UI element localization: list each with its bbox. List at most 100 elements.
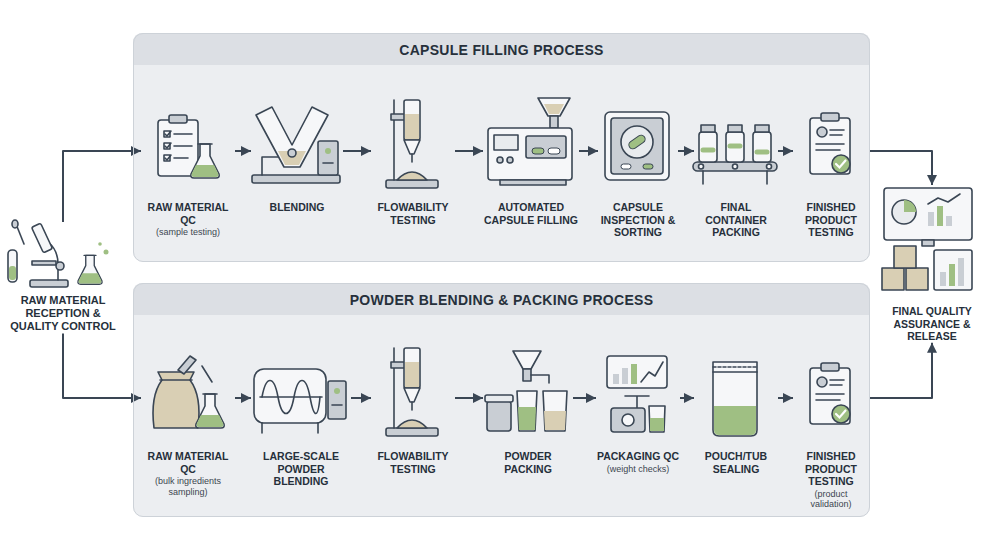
process-step: RAW MATERIAL QC(bulk ingredients samplin… [141, 336, 235, 497]
lab-icon-part [104, 250, 109, 255]
step-label: RAW MATERIAL QC [141, 450, 235, 475]
step-label: FINAL QUALITY ASSURANCE & RELEASE [876, 305, 988, 343]
lab-icon-part [56, 262, 64, 270]
flow-arrow [573, 397, 596, 399]
band-title: POWDER BLENDING & PACKING PROCESS [134, 284, 869, 316]
qa-dashboard-icon-part [884, 188, 972, 240]
capsule-filler-icon-part [500, 180, 566, 185]
capsule-filler-icon-part [497, 157, 503, 163]
capsule-filler-icon-part [544, 104, 564, 114]
conveyor-icon-part [699, 164, 704, 169]
weight-check-icon-part [631, 364, 637, 384]
ribbon-blender-icon-part [262, 423, 318, 433]
step-note: (bulk ingredients sampling) [141, 476, 235, 497]
step-label: AUTOMATED CAPSULE FILLING [483, 201, 579, 226]
step-note: (sample testing) [141, 227, 235, 237]
inspection-icon-part [621, 164, 631, 169]
bulk-qc-icon-part [202, 366, 212, 382]
process-step: RAW MATERIAL QC(sample testing) [141, 89, 235, 238]
ribbon-blender-icon-part [328, 381, 346, 419]
process-step: POUCH/TUB SEALING [694, 336, 778, 475]
step-label: PACKAGING QC [596, 450, 680, 463]
pouch-icon-part [713, 362, 757, 436]
ribbon-blender-icon-part [332, 404, 342, 406]
qa-dashboard-icon-part [894, 246, 916, 268]
process-band: POWDER BLENDING & PACKING PROCESS RAW MAT… [133, 283, 870, 517]
qa-dashboard-icon-part [934, 250, 972, 290]
flow-arrow [351, 397, 371, 399]
process-step: POWDER PACKING [483, 336, 573, 475]
conveyor-icon-part [767, 164, 772, 169]
capsule-filler-icon-part [494, 135, 518, 150]
band-ground [133, 33, 870, 517]
qa-dashboard-icon-part [906, 268, 928, 290]
qa-dashboard-icon-part [904, 200, 916, 212]
flow-arrow [680, 397, 694, 399]
qa-dashboard-icon-part [958, 258, 964, 286]
conveyor-icon-part [753, 132, 771, 162]
step-label: LARGE-SCALE POWDER BLENDING [251, 450, 351, 488]
capsule-filler-icon-part [538, 98, 570, 116]
flow-arrow [869, 343, 932, 398]
ribbon-blender-icon-part [254, 369, 326, 423]
v-blender-icon-part [252, 175, 340, 183]
process-step: FLOWABILITY TESTING [371, 89, 455, 226]
process-box: FINAL QUALITY ASSURANCE & RELEASE [876, 185, 988, 343]
bulk-qc-icon-part [160, 379, 192, 381]
conveyor-icon-part [693, 162, 777, 171]
flow-arrow [235, 397, 251, 399]
process-step: LARGE-SCALE POWDER BLENDING [251, 336, 351, 488]
band-ground-part [133, 33, 870, 65]
qa-dashboard-icon-part [949, 264, 955, 286]
inspection-icon-part [605, 112, 669, 180]
powder-packing-icon-part [543, 391, 567, 431]
bulk-qc-icon-part [196, 394, 224, 428]
bulk-qc-icon-part [178, 356, 196, 374]
flow-arrow [343, 150, 371, 152]
step-label: FLOWABILITY TESTING [371, 450, 455, 475]
v-blender-icon-part [323, 162, 333, 164]
weight-check-icon-part [611, 408, 645, 432]
powder-packing-icon-part [518, 407, 536, 430]
conveyor-icon-part [755, 125, 769, 132]
inspection-icon [605, 112, 669, 180]
weight-check-icon-part [622, 368, 628, 384]
powder-packing-icon [485, 351, 567, 431]
ribbon-blender-icon [254, 369, 346, 433]
powder-packing-icon-part [544, 411, 566, 430]
conveyor-icon-part [699, 132, 717, 162]
flow-arrow [63, 151, 141, 222]
lab-icon [8, 220, 109, 287]
weight-check-icon-part [650, 418, 664, 431]
conveyor-icon-part [703, 171, 767, 184]
flow-arrow [455, 397, 483, 399]
flow-arrow [235, 150, 251, 152]
process-step: FINAL CONTAINER PACKING [694, 89, 778, 239]
conveyor-icon [693, 125, 777, 184]
inspection-icon-part [611, 118, 663, 174]
lab-icon-part [32, 261, 56, 265]
powder-packing-icon-part [517, 391, 537, 431]
lab-icon-part [12, 220, 18, 228]
pouch-icon-part [714, 406, 756, 435]
conveyor-icon-part [703, 146, 767, 152]
band-ground-part [133, 33, 870, 262]
capsule-filler-icon-part [548, 148, 560, 154]
band-ground-part [133, 283, 870, 315]
step-label: FINAL CONTAINER PACKING [694, 201, 778, 239]
capsule-filler-icon-part [532, 148, 544, 154]
capsule-filler-icon-part [526, 136, 566, 158]
pouch-icon-part [713, 371, 757, 373]
powder-packing-icon-part [531, 375, 549, 383]
powder-packing-icon-part [487, 401, 511, 431]
v-blender-icon-part [318, 141, 338, 175]
step-label: FINISHED PRODUCT TESTING [793, 201, 869, 239]
step-label: POWDER PACKING [483, 450, 573, 475]
qa-dashboard-icon-part [892, 200, 916, 224]
finished-test-icon [810, 363, 850, 424]
process-step: FINISHED PRODUCT TESTING(product validat… [793, 336, 869, 509]
weight-check-icon-part [622, 414, 634, 426]
lab-icon-part [9, 266, 16, 280]
flow-tester-icon [386, 348, 438, 436]
